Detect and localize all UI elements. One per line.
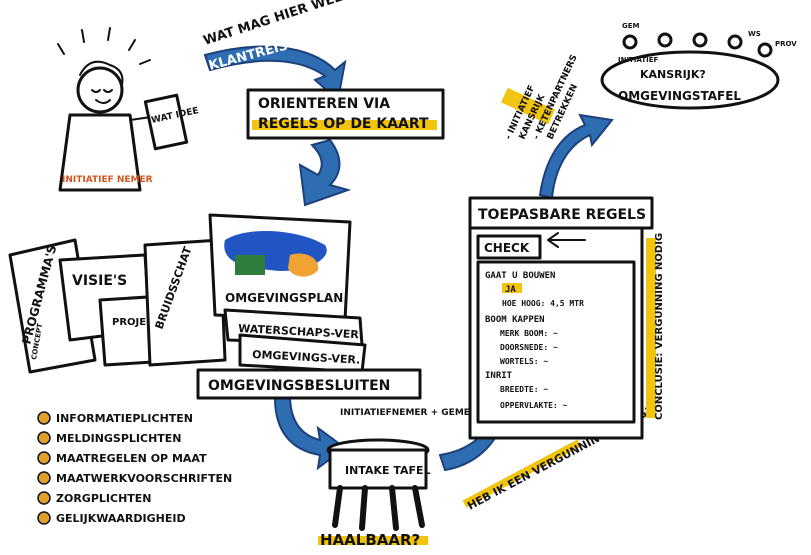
ja-highlight (502, 283, 522, 293)
omgevingsbesluiten-box: OMGEVINGSBESLUITEN (196, 368, 422, 400)
check-item: BOOM KAPPEN (485, 315, 545, 325)
map-green (235, 255, 265, 275)
doc-omgevings-ver-label: OMGEVINGS-VER. (252, 348, 361, 367)
kansrijk-highlight (501, 87, 555, 125)
table-leg (389, 485, 399, 531)
bullet-item: ZORGPLICHTEN (56, 492, 152, 505)
check-item: INRIT (485, 371, 513, 381)
initiatiefnemer-figure: WAT IDEE INITIATIEF NEMER (57, 27, 200, 192)
conclusie-highlight (646, 238, 656, 418)
doc-bruidsschat (143, 238, 227, 367)
bullet-item: MAATWERKVOORSCHRIFTEN (56, 472, 232, 485)
checklist-box (476, 260, 636, 424)
bullet-item: INFORMATIEPLICHTEN (56, 412, 193, 425)
omgevingsbesluiten-label: OMGEVINGSBESLUITEN (208, 378, 390, 394)
arrow-to-tafel (538, 113, 614, 200)
doc-omgevingsplan-label: OMGEVINGSPLAN (225, 291, 343, 305)
table-person (727, 34, 743, 50)
orienteren-line2: REGELS OP DE KAART (258, 116, 429, 132)
person-eyes (91, 89, 113, 93)
bullet-dot (37, 471, 51, 485)
check-item: BREEDTE: ~ (500, 385, 548, 394)
omgevingstafel: GEM WS PROV INITIATIEF KANSRIJK? OMGEVIN… (501, 22, 797, 141)
top-question-text: WAT MAG HIER WEL EN NIET? (202, 0, 411, 49)
bullet-dot (37, 451, 51, 465)
table-person (692, 32, 708, 48)
check-box (476, 234, 542, 260)
toepasbare-regels: TOEPASBARE REGELS CHECK GAAT U BOUWEN JA… (468, 196, 665, 440)
check-item: MERK BOOM: ~ (500, 329, 558, 338)
down-arrow-to-plan (298, 138, 352, 207)
doc-visies-label: VISIE'S (72, 273, 127, 289)
bullet-dot (37, 511, 51, 525)
heb-ik-highlight (462, 439, 582, 508)
document-stack: PROGRAMMA'S CONCEPT VISIE'S PROJECT-BESL… (8, 213, 367, 374)
gem-label: GEM (622, 22, 640, 30)
check-item: GAAT U BOUWEN (485, 271, 555, 281)
check-item: DOORSNEDE: ~ (500, 343, 558, 352)
intake-tafel: INITIATIEFNEMER + GEMEENTE INTAKE TAFEL … (318, 408, 496, 549)
intake-table-body (328, 448, 428, 490)
table-leg (412, 485, 425, 528)
check-label: CHECK (484, 241, 530, 255)
check-arrow (547, 232, 586, 248)
check-item: WORTELS: ~ (500, 357, 548, 366)
omgevingstafel-label: OMGEVINGSTAFEL (618, 89, 741, 103)
omgevingsbesluiten-frame (196, 368, 422, 400)
bullet-dot (37, 491, 51, 505)
person-hair (79, 60, 124, 86)
table-person (757, 42, 773, 58)
table-leg (332, 485, 343, 528)
haalbaar-label: HAALBAAR? (320, 531, 420, 549)
person-mouth (95, 99, 111, 104)
orienteren-box: ORIENTEREN VIA REGELS OP DE KAART (246, 88, 445, 140)
bullet-item: GELIJKWAARDIGHEID (56, 512, 186, 525)
table-person (622, 34, 638, 50)
bullet-dot (37, 431, 51, 445)
bullet-dot (37, 411, 51, 425)
intake-above: INITIATIEFNEMER + GEMEENTE (340, 408, 496, 418)
initiatiefnemer-label: INITIATIEF NEMER (62, 175, 153, 185)
conclusie-text: CONCLUSIE: VERGUNNING NODIG (654, 233, 665, 420)
bullet-item: MAATREGELEN OP MAAT (56, 452, 207, 465)
prov-label: PROV (775, 40, 797, 48)
omgevingstafel-table (600, 50, 780, 110)
haalbaar-highlight (318, 536, 428, 545)
orienteren-line1: ORIENTEREN VIA (258, 96, 390, 112)
check-item: OPPERVLAKTE: ~ (500, 401, 568, 410)
orienteren-highlight (252, 120, 437, 130)
check-item: JA (505, 285, 516, 295)
bullet-list: INFORMATIEPLICHTEN MELDINGSPLICHTEN MAAT… (37, 411, 232, 525)
map-orange (288, 253, 319, 277)
table-person (657, 32, 673, 48)
regels-title: TOEPASBARE REGELS (478, 207, 646, 223)
bullet-item: MELDINGSPLICHTEN (56, 432, 182, 445)
idea-paper (143, 93, 189, 151)
kansrijk-label: KANSRIJK? (640, 68, 706, 81)
check-item: HOE HOOG: 4,5 MTR (502, 299, 584, 308)
initiatief-label: INITIATIEF (618, 56, 658, 64)
person-body (58, 113, 142, 192)
ws-label: WS (748, 30, 761, 38)
table-leg (359, 485, 368, 531)
idea-rays (57, 27, 151, 65)
intake-label: INTAKE TAFEL (345, 464, 431, 477)
